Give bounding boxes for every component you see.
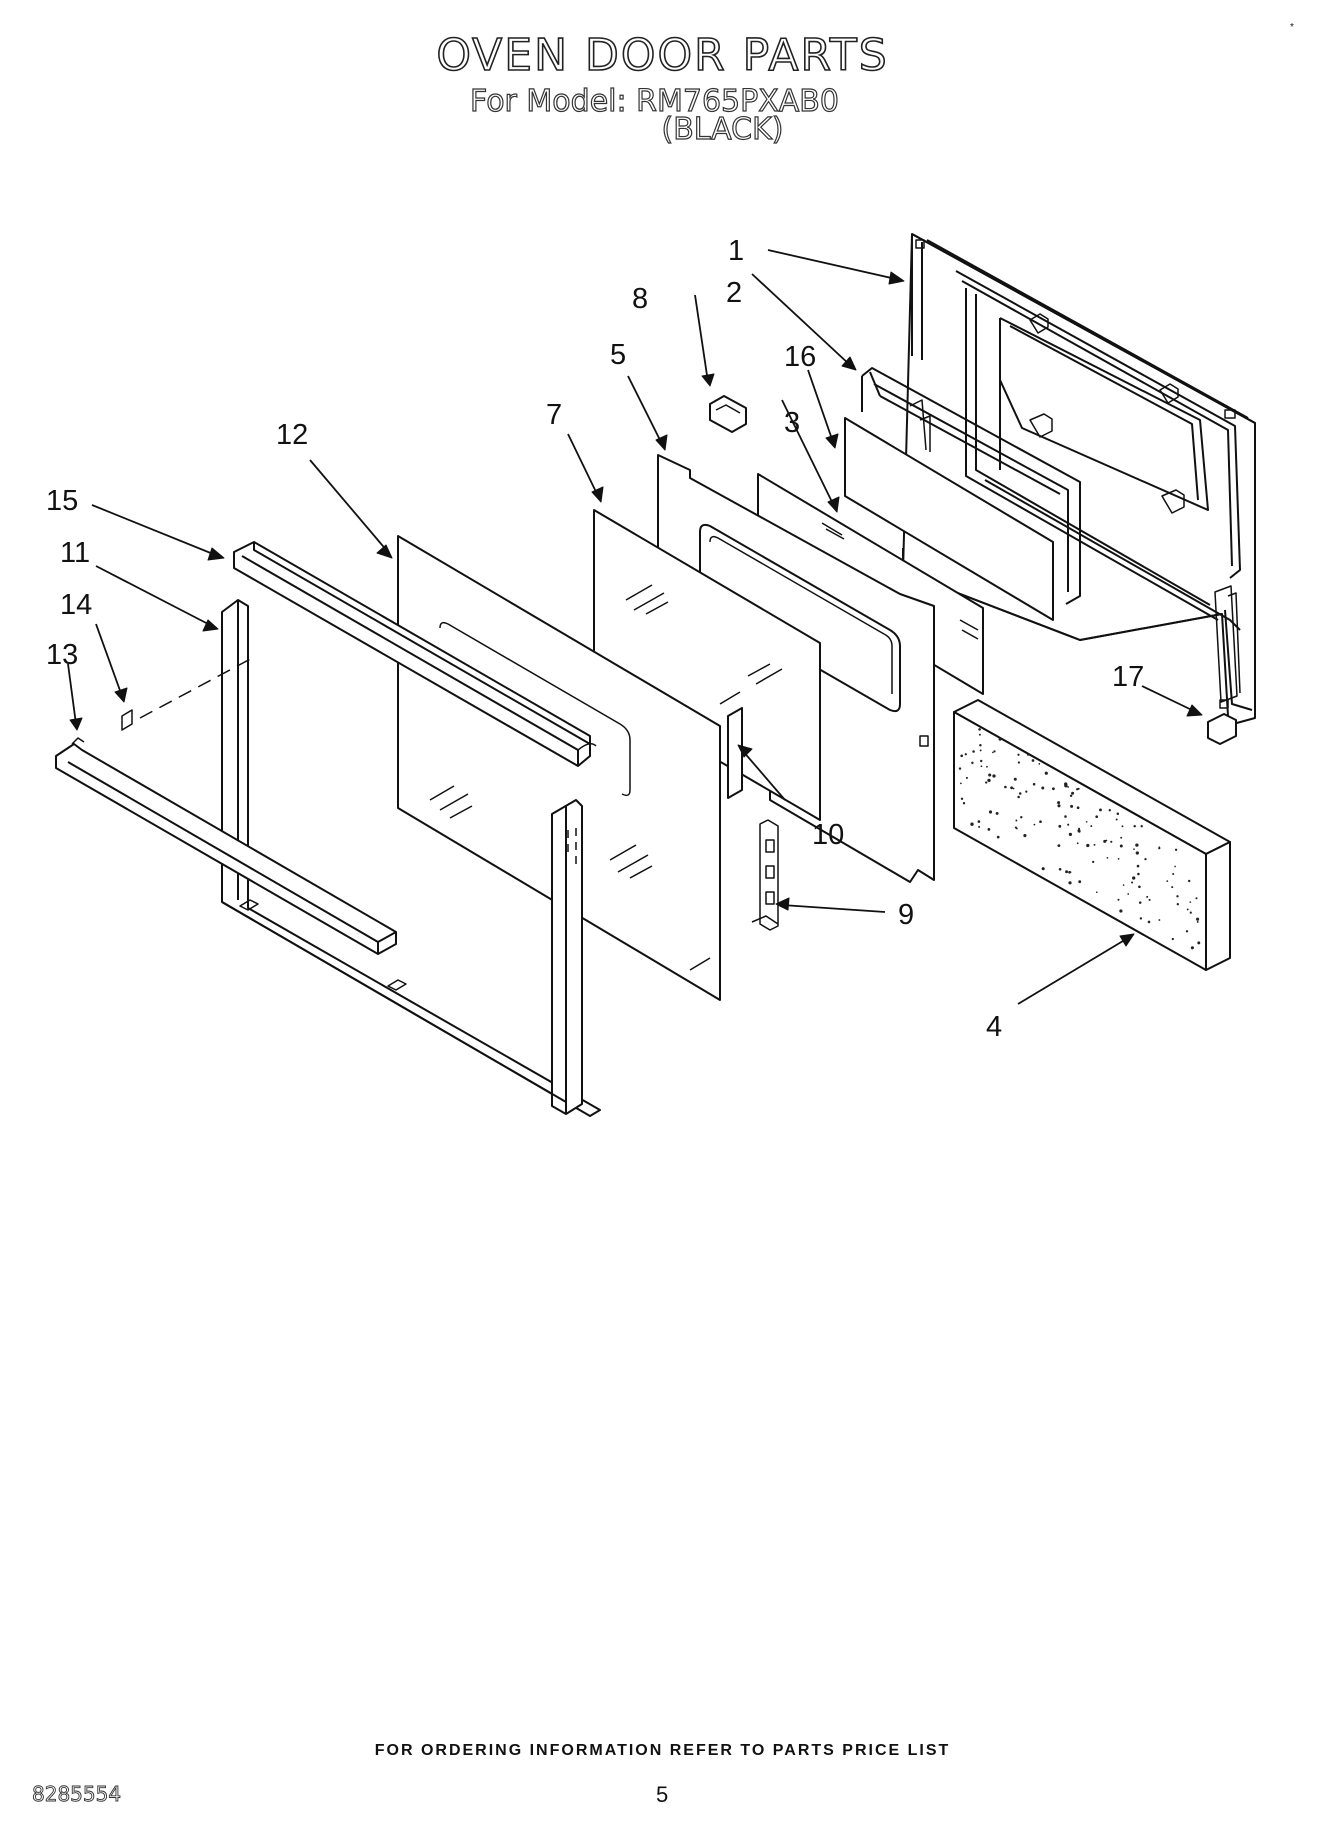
part-12-outer-glass: [397, 535, 721, 1001]
callout-13: 13: [46, 639, 78, 671]
part-4-insulation-block: [953, 699, 1231, 971]
callout-9: 9: [898, 899, 914, 931]
part-16-insulation-sheet: [844, 417, 1054, 621]
callout-8: 8: [632, 283, 648, 315]
callout-17: 17: [1112, 661, 1144, 693]
callout-10: 10: [812, 819, 844, 851]
document-number: 8285554: [32, 1782, 122, 1807]
callout-14: 14: [60, 589, 92, 621]
part-14-clip: [121, 655, 257, 731]
callout-2: 2: [726, 277, 742, 309]
callout-3: 3: [784, 407, 800, 439]
page-title: OVEN DOOR PARTS: [436, 29, 889, 82]
part-17-stop-block: [1207, 713, 1237, 745]
part-8-hinge-bracket: [709, 395, 747, 433]
part-15-top-trim: [233, 541, 597, 767]
part-13-handle: [55, 737, 397, 955]
ordering-note: FOR ORDERING INFORMATION REFER TO PARTS …: [374, 1742, 951, 1759]
callout-5: 5: [610, 339, 626, 371]
callout-1: 1: [728, 235, 744, 267]
callout-16: 16: [784, 341, 816, 373]
page-number: 5: [656, 1782, 669, 1807]
callout-4: 4: [986, 1011, 1002, 1043]
callout-15: 15: [46, 485, 78, 517]
model-line: For Model: RM765PXAB0: [469, 83, 839, 119]
part-7-glass-panel: [593, 509, 821, 821]
corner-mark: *: [1290, 22, 1294, 33]
callout-11: 11: [60, 537, 90, 569]
part-2-gasket: [861, 367, 1081, 605]
part-10-bracket-strip: [727, 707, 743, 799]
part-9-vent-bracket: [751, 819, 779, 931]
insulation-texture: [958, 728, 1201, 950]
color-line: (BLACK): [661, 111, 784, 147]
callout-7: 7: [546, 399, 562, 431]
callout-12: 12: [276, 419, 308, 451]
leader-lines: [67, 249, 1203, 1005]
